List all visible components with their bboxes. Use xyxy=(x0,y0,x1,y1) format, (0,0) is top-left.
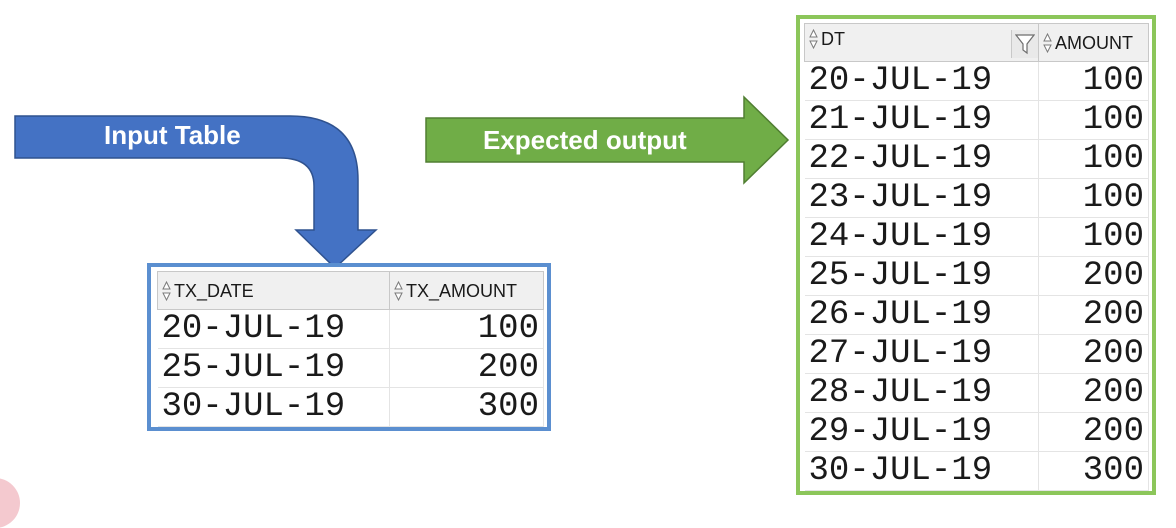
input-arrow-shape xyxy=(14,115,378,270)
input-arrow-label: Input Table xyxy=(104,120,241,150)
table-cell-date: 21-JUL-19 xyxy=(804,100,1039,140)
table-cell-date: 30-JUL-19 xyxy=(157,387,390,427)
table-cell-amount: 200 xyxy=(1038,295,1149,335)
table-cell-date: 20-JUL-19 xyxy=(804,61,1039,101)
table-cell-amount: 100 xyxy=(1038,61,1149,101)
input-table: TX_DATE TX_AMOUNT 20-JUL-19 100 25-JUL-1… xyxy=(157,271,544,427)
table-row: 20-JUL-19 100 xyxy=(157,309,544,349)
table-cell-amount: 200 xyxy=(1038,334,1149,374)
table-row: 30-JUL-19 300 xyxy=(157,387,544,427)
table-cell-date: 25-JUL-19 xyxy=(804,256,1039,296)
table-cell-date: 24-JUL-19 xyxy=(804,217,1039,257)
output-table-header-label: DT xyxy=(821,28,845,49)
output-table-header-cell[interactable]: DT xyxy=(804,23,1039,62)
table-cell-amount: 200 xyxy=(1038,256,1149,296)
table-cell-amount: 300 xyxy=(389,387,544,427)
table-cell-amount: 200 xyxy=(1038,373,1149,413)
input-table-frame: TX_DATE TX_AMOUNT 20-JUL-19 100 25-JUL-1… xyxy=(147,263,551,431)
input-table-header-label: TX_DATE xyxy=(174,280,254,301)
table-cell-date: 30-JUL-19 xyxy=(804,451,1039,491)
input-table-header-cell[interactable]: TX_AMOUNT xyxy=(389,271,544,310)
table-cell-date: 25-JUL-19 xyxy=(157,348,390,388)
sort-icon[interactable] xyxy=(809,28,818,49)
table-cell-date: 20-JUL-19 xyxy=(157,309,390,349)
output-table-header-row: DT AMOUNT xyxy=(804,23,1149,62)
output-arrow xyxy=(425,95,790,185)
table-cell-date: 22-JUL-19 xyxy=(804,139,1039,179)
table-cell-amount: 200 xyxy=(389,348,544,388)
input-table-header-row: TX_DATE TX_AMOUNT xyxy=(157,271,544,310)
sort-icon[interactable] xyxy=(1043,32,1052,53)
table-cell-amount: 100 xyxy=(1038,100,1149,140)
input-table-header-label: TX_AMOUNT xyxy=(406,280,518,301)
table-cell-amount: 100 xyxy=(1038,139,1149,179)
output-table-header-label: AMOUNT xyxy=(1055,32,1133,53)
table-cell-date: 29-JUL-19 xyxy=(804,412,1039,452)
input-table-header-cell[interactable]: TX_DATE xyxy=(157,271,390,310)
decorative-circle xyxy=(0,478,20,528)
table-cell-date: 28-JUL-19 xyxy=(804,373,1039,413)
sort-icon[interactable] xyxy=(394,280,403,301)
table-cell-amount: 300 xyxy=(1038,451,1149,491)
input-arrow xyxy=(14,115,378,270)
table-cell-amount: 100 xyxy=(389,309,544,349)
table-row: 25-JUL-19 200 xyxy=(157,348,544,388)
output-table-header-cell[interactable]: AMOUNT xyxy=(1038,23,1149,62)
filter-icon[interactable] xyxy=(1011,29,1038,58)
table-cell-amount: 100 xyxy=(1038,217,1149,257)
table-cell-amount: 100 xyxy=(1038,178,1149,218)
output-arrow-label: Expected output xyxy=(483,125,687,155)
output-arrow-shape xyxy=(425,95,790,185)
table-cell-amount: 200 xyxy=(1038,412,1149,452)
table-cell-date: 27-JUL-19 xyxy=(804,334,1039,374)
table-cell-date: 26-JUL-19 xyxy=(804,295,1039,335)
table-cell-date: 23-JUL-19 xyxy=(804,178,1039,218)
sort-icon[interactable] xyxy=(162,280,171,301)
